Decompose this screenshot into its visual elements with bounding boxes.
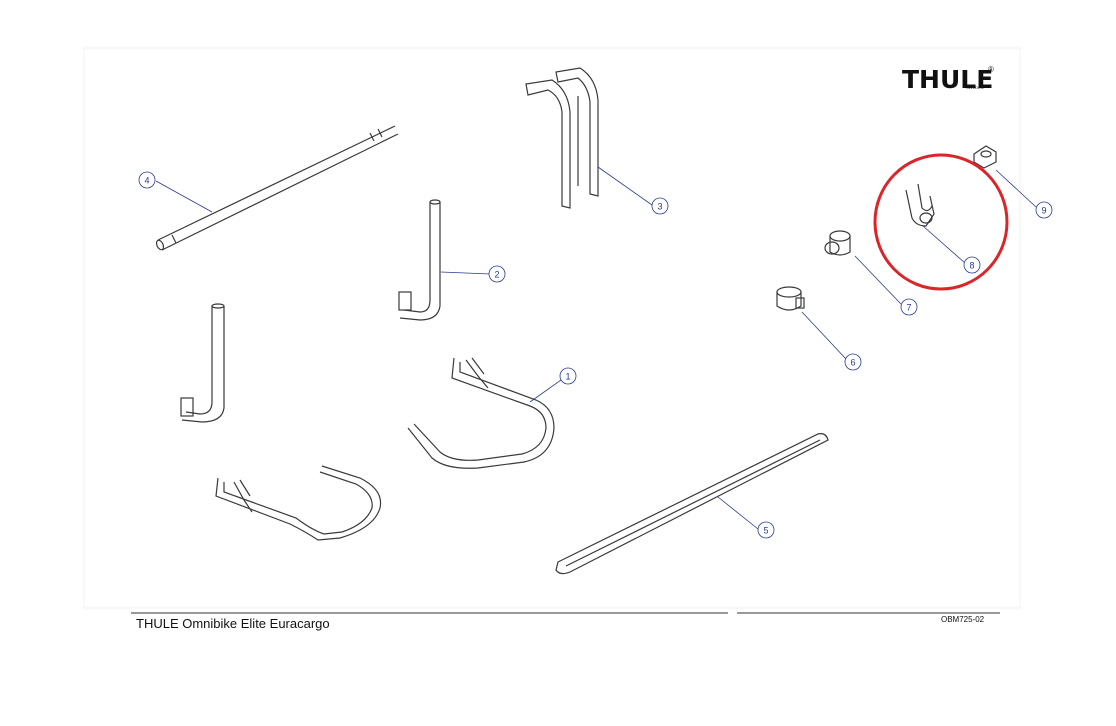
callout-4: 4 xyxy=(138,171,156,189)
callout-1: 1 xyxy=(559,367,577,385)
part-1-frame xyxy=(407,357,555,469)
part-5-rail xyxy=(555,433,829,575)
thule-logo: THULE ® SWEDEN xyxy=(902,65,994,94)
footer-code: OBM725-02 xyxy=(941,615,985,624)
svg-text:3: 3 xyxy=(657,202,662,212)
part-3-arms xyxy=(525,67,599,209)
part-2-bracket-left xyxy=(180,303,225,423)
svg-text:7: 7 xyxy=(906,303,911,313)
callout-2: 2 xyxy=(488,265,506,283)
callout-8: 8 xyxy=(963,256,981,274)
svg-text:SWEDEN: SWEDEN xyxy=(966,85,984,90)
callout-6: 6 xyxy=(844,353,862,371)
part-9-cap xyxy=(973,145,997,169)
svg-text:6: 6 xyxy=(850,358,855,368)
part-7-clamp xyxy=(824,230,851,256)
footer-title: THULE Omnibike Elite Euracargo xyxy=(136,616,330,631)
part-1-frame-left xyxy=(215,465,382,541)
svg-text:®: ® xyxy=(988,65,994,74)
callout-5: 5 xyxy=(757,521,775,539)
callout-3: 3 xyxy=(651,197,669,215)
part-2-bracket xyxy=(398,199,441,321)
svg-text:5: 5 xyxy=(763,526,768,536)
svg-text:2: 2 xyxy=(494,270,499,280)
callout-7: 7 xyxy=(900,298,918,316)
part-6-clamp xyxy=(776,286,805,311)
highlight-circle xyxy=(873,153,1009,291)
part-4-pole xyxy=(155,125,399,251)
svg-text:1: 1 xyxy=(565,372,570,382)
page-frame xyxy=(83,47,1021,609)
leader-lines xyxy=(155,166,1037,530)
part-8-clip xyxy=(905,183,935,227)
svg-text:9: 9 xyxy=(1041,206,1046,216)
svg-text:8: 8 xyxy=(969,261,974,271)
svg-text:THULE: THULE xyxy=(902,65,993,94)
svg-text:4: 4 xyxy=(144,176,149,186)
callout-9: 9 xyxy=(1035,201,1053,219)
